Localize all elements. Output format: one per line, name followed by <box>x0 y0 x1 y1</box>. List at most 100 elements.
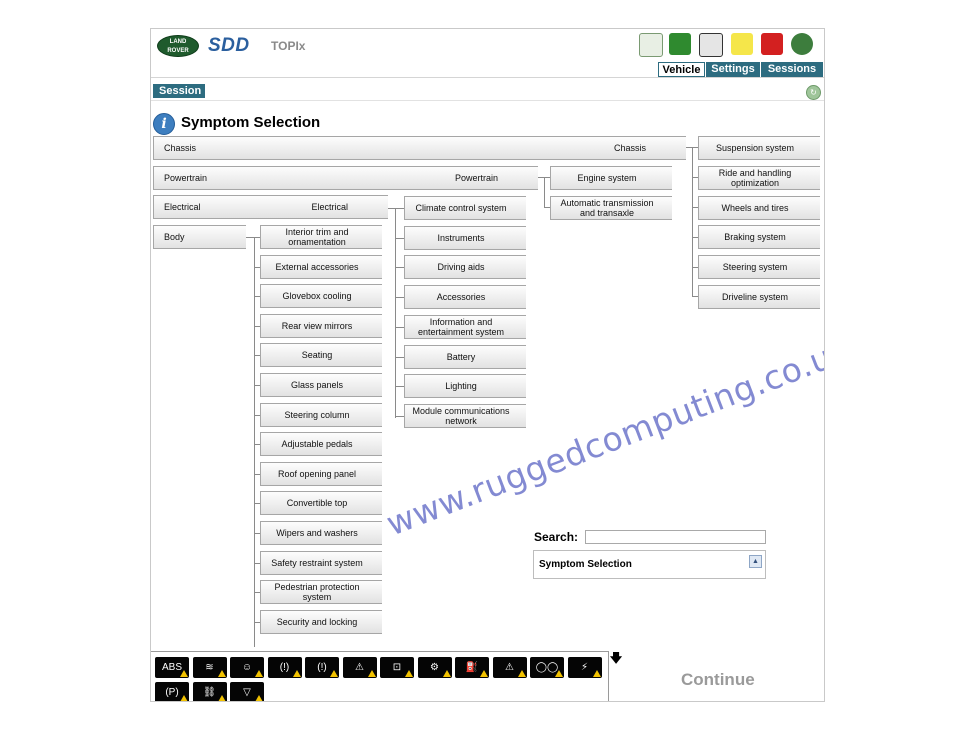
warning-triangle-icon <box>217 695 226 701</box>
chassis-item[interactable]: Driveline system <box>698 285 820 309</box>
electrical-item[interactable]: Module communications network <box>404 403 526 428</box>
warning-triangle-icon <box>480 670 488 677</box>
abs-warning-icon[interactable]: ABS <box>155 657 189 678</box>
down-arrow-icon[interactable]: 🡇 <box>609 651 623 665</box>
category-chassis-label: Chassis <box>164 143 197 153</box>
chassis-item[interactable]: Wheels and tires <box>698 195 820 220</box>
report-icon[interactable] <box>761 33 783 55</box>
search-input[interactable] <box>585 530 766 544</box>
selection-panel: Symptom Selection ▲ <box>533 550 766 579</box>
continue-button[interactable]: Continue <box>681 670 755 689</box>
body-item-label: Security and locking <box>276 616 358 627</box>
electrical-item[interactable]: Information and entertainment system <box>404 314 526 339</box>
tree-connector <box>395 326 404 328</box>
engine-check-icon[interactable]: ⚙ <box>417 657 452 678</box>
tree-connector <box>544 207 550 208</box>
info-icon: i <box>153 113 175 135</box>
warning-lights-panel: ABS≋☺(!)(!)⚠⊡⚙⛽⚠◯◯⚡(P)⛓▽ <box>151 651 609 701</box>
globe-help-icon[interactable] <box>791 33 813 55</box>
tree-connector <box>254 237 255 647</box>
chassis-item-label: Driveline system <box>721 292 788 302</box>
electrical-item[interactable]: Accessories <box>404 285 526 310</box>
body-item-label: Seating <box>301 350 333 361</box>
electrical-item-label: Information and entertainment system <box>417 316 505 337</box>
fuel-filter-icon[interactable]: ▽ <box>230 682 264 701</box>
body-item[interactable]: Roof opening panel <box>260 461 382 486</box>
body-item[interactable]: Wipers and washers <box>260 521 382 545</box>
body-item-label: Adjustable pedals <box>281 439 353 450</box>
general-warning-icon[interactable]: ⚠ <box>342 657 377 678</box>
body-item[interactable]: Pedestrian protection system <box>260 580 382 605</box>
chassis-item[interactable]: Ride and handling optimization <box>698 165 820 190</box>
body-item[interactable]: Glovebox cooling <box>260 284 382 309</box>
electrical-item[interactable]: Climate control system <box>404 196 526 220</box>
chassis-item[interactable]: Steering system <box>698 255 820 280</box>
tab-settings[interactable]: Settings <box>706 62 760 77</box>
body-item[interactable]: Seating <box>260 343 382 368</box>
notes-icon[interactable] <box>731 33 753 55</box>
vehicle-connect-icon[interactable] <box>639 33 663 57</box>
brake-warning-icon[interactable]: (!) <box>267 657 302 678</box>
hazard-icon[interactable]: ⚠ <box>492 657 527 678</box>
electrical-item-label: Climate control system <box>415 203 507 213</box>
electrical-item[interactable]: Battery <box>404 344 526 369</box>
powertrain-item-label: Engine system <box>577 173 637 183</box>
tyre-pressure-icon[interactable]: (!) <box>305 657 339 678</box>
suspension-icon[interactable]: ⊡ <box>380 657 414 678</box>
warning-triangle-icon <box>180 670 188 677</box>
body-item[interactable]: External accessories <box>260 254 382 279</box>
body-item[interactable]: Convertible top <box>260 491 382 516</box>
parking-brake-icon[interactable]: (P) <box>155 682 189 701</box>
tab-sessions[interactable]: Sessions <box>761 62 823 77</box>
category-powertrain[interactable]: Powertrain Powertrain <box>153 166 538 190</box>
category-electrical[interactable]: Electrical Electrical <box>153 195 388 219</box>
divider <box>151 77 824 78</box>
hdc-icon[interactable]: ◯◯ <box>530 657 564 678</box>
body-item[interactable]: Glass panels <box>260 373 382 397</box>
powertrain-item[interactable]: Engine system <box>550 166 672 190</box>
body-item[interactable]: Interior trim and ornamentation <box>260 225 382 249</box>
body-item-label: Wipers and washers <box>276 528 358 538</box>
tab-vehicle[interactable]: Vehicle <box>658 62 705 77</box>
tree-connector <box>246 237 256 238</box>
body-item[interactable]: Rear view mirrors <box>260 313 382 338</box>
calendar-icon[interactable] <box>699 33 723 57</box>
category-chassis[interactable]: Chassis Chassis <box>153 136 686 160</box>
chassis-item-label: Suspension system <box>715 143 795 153</box>
tree-connector <box>254 562 260 564</box>
warning-triangle-icon <box>592 670 601 677</box>
divider <box>151 100 824 101</box>
chassis-item-label: Wheels and tires <box>721 202 789 213</box>
chassis-item[interactable]: Suspension system <box>698 136 820 160</box>
body-item-label: Interior trim and ornamentation <box>285 227 349 247</box>
seatbelt-icon[interactable]: ⛓ <box>192 682 227 701</box>
airbag-icon[interactable]: ☺ <box>230 657 264 678</box>
collapse-icon[interactable]: ▲ <box>749 555 762 568</box>
body-item[interactable]: Steering column <box>260 402 382 427</box>
traction-icon[interactable]: ⚡ <box>567 657 602 678</box>
refresh-icon[interactable]: ↻ <box>806 85 821 100</box>
warning-triangle-icon <box>330 670 338 677</box>
tree-connector <box>254 503 260 505</box>
electrical-item[interactable]: Instruments <box>404 225 526 250</box>
category-body[interactable]: Body <box>153 225 246 249</box>
electrical-item[interactable]: Driving aids <box>404 255 526 280</box>
body-item-label: Glovebox cooling <box>282 291 352 302</box>
tree-connector <box>254 444 260 446</box>
chassis-item[interactable]: Braking system <box>698 225 820 250</box>
body-item[interactable]: Security and locking <box>260 609 382 634</box>
blank-area <box>151 519 248 649</box>
tree-connector <box>395 267 404 269</box>
electrical-item[interactable]: Lighting <box>404 374 526 399</box>
body-item[interactable]: Adjustable pedals <box>260 432 382 457</box>
glow-plug-icon[interactable]: ≋ <box>192 657 227 678</box>
tree-connector <box>254 325 260 327</box>
battery-icon[interactable] <box>669 33 691 55</box>
powertrain-item[interactable]: Automatic transmission and transaxle <box>550 195 672 220</box>
body-item[interactable]: Safety restraint system <box>260 550 382 575</box>
body-item-label: Pedestrian protection system <box>274 582 360 603</box>
oil-pressure-icon[interactable]: ⛽ <box>455 657 489 678</box>
session-label[interactable]: Session <box>153 84 205 98</box>
